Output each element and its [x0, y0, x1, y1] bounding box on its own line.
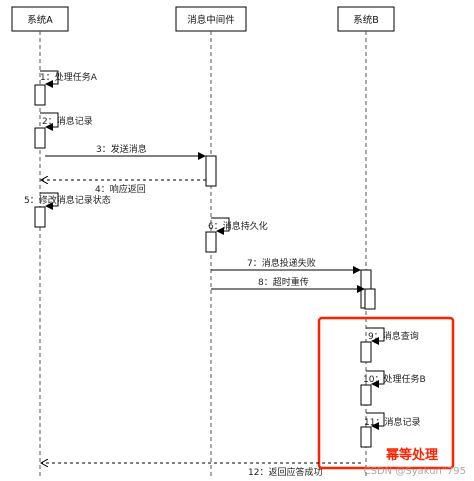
message-4-label: 4：响应返回: [95, 183, 146, 195]
activation-bar: [360, 341, 372, 363]
message-2-label: 2：消息记录: [42, 115, 93, 127]
message-10-label: 10：处理任务B: [363, 373, 426, 385]
activation-bar: [34, 127, 46, 149]
message-1-label: 1：处理任务A: [40, 71, 98, 83]
activation-bar: [205, 155, 217, 187]
message-5-arrow: [40, 192, 59, 210]
participant-middleware-label: 消息中间件: [187, 14, 235, 26]
participant-middleware: 消息中间件: [175, 6, 247, 32]
message-9-arrow: [366, 327, 385, 345]
idempotent-highlight-box: [317, 316, 455, 470]
activation-bar: [34, 206, 46, 228]
message-6-arrow: [211, 217, 230, 235]
message-11-label: 11：消息记录: [364, 416, 420, 428]
message-8-label: 8：超时重传: [258, 276, 309, 288]
activation-bar: [360, 426, 372, 448]
idempotent-label: 幂等处理: [385, 447, 438, 463]
participant-system-b-label: 系统B: [353, 14, 379, 26]
participant-system-a: 系统A: [11, 6, 69, 32]
activation-bar: [205, 231, 217, 253]
activation-bar: [364, 288, 376, 310]
message-1-arrow: [40, 70, 59, 88]
activation-bar: [360, 384, 372, 406]
watermark: CSDN @Syakun°795: [364, 466, 466, 477]
participant-system-b: 系统B: [337, 6, 395, 32]
message-10-arrow: [366, 370, 385, 388]
message-3-label: 3：发送消息: [96, 143, 147, 155]
message-7-label: 7：消息投递失败: [247, 257, 316, 269]
message-5-label: 5：修改消息记录状态: [24, 194, 111, 206]
participant-system-a-label: 系统A: [27, 14, 53, 26]
message-11-arrow: [366, 412, 385, 430]
message-12-label: 12：返回应答成功: [248, 466, 322, 478]
message-9-label: 9：消息查询: [368, 330, 419, 342]
message-2-arrow: [40, 112, 59, 131]
message-6-label: 6：消息持久化: [208, 220, 268, 232]
activation-bar: [34, 84, 46, 106]
